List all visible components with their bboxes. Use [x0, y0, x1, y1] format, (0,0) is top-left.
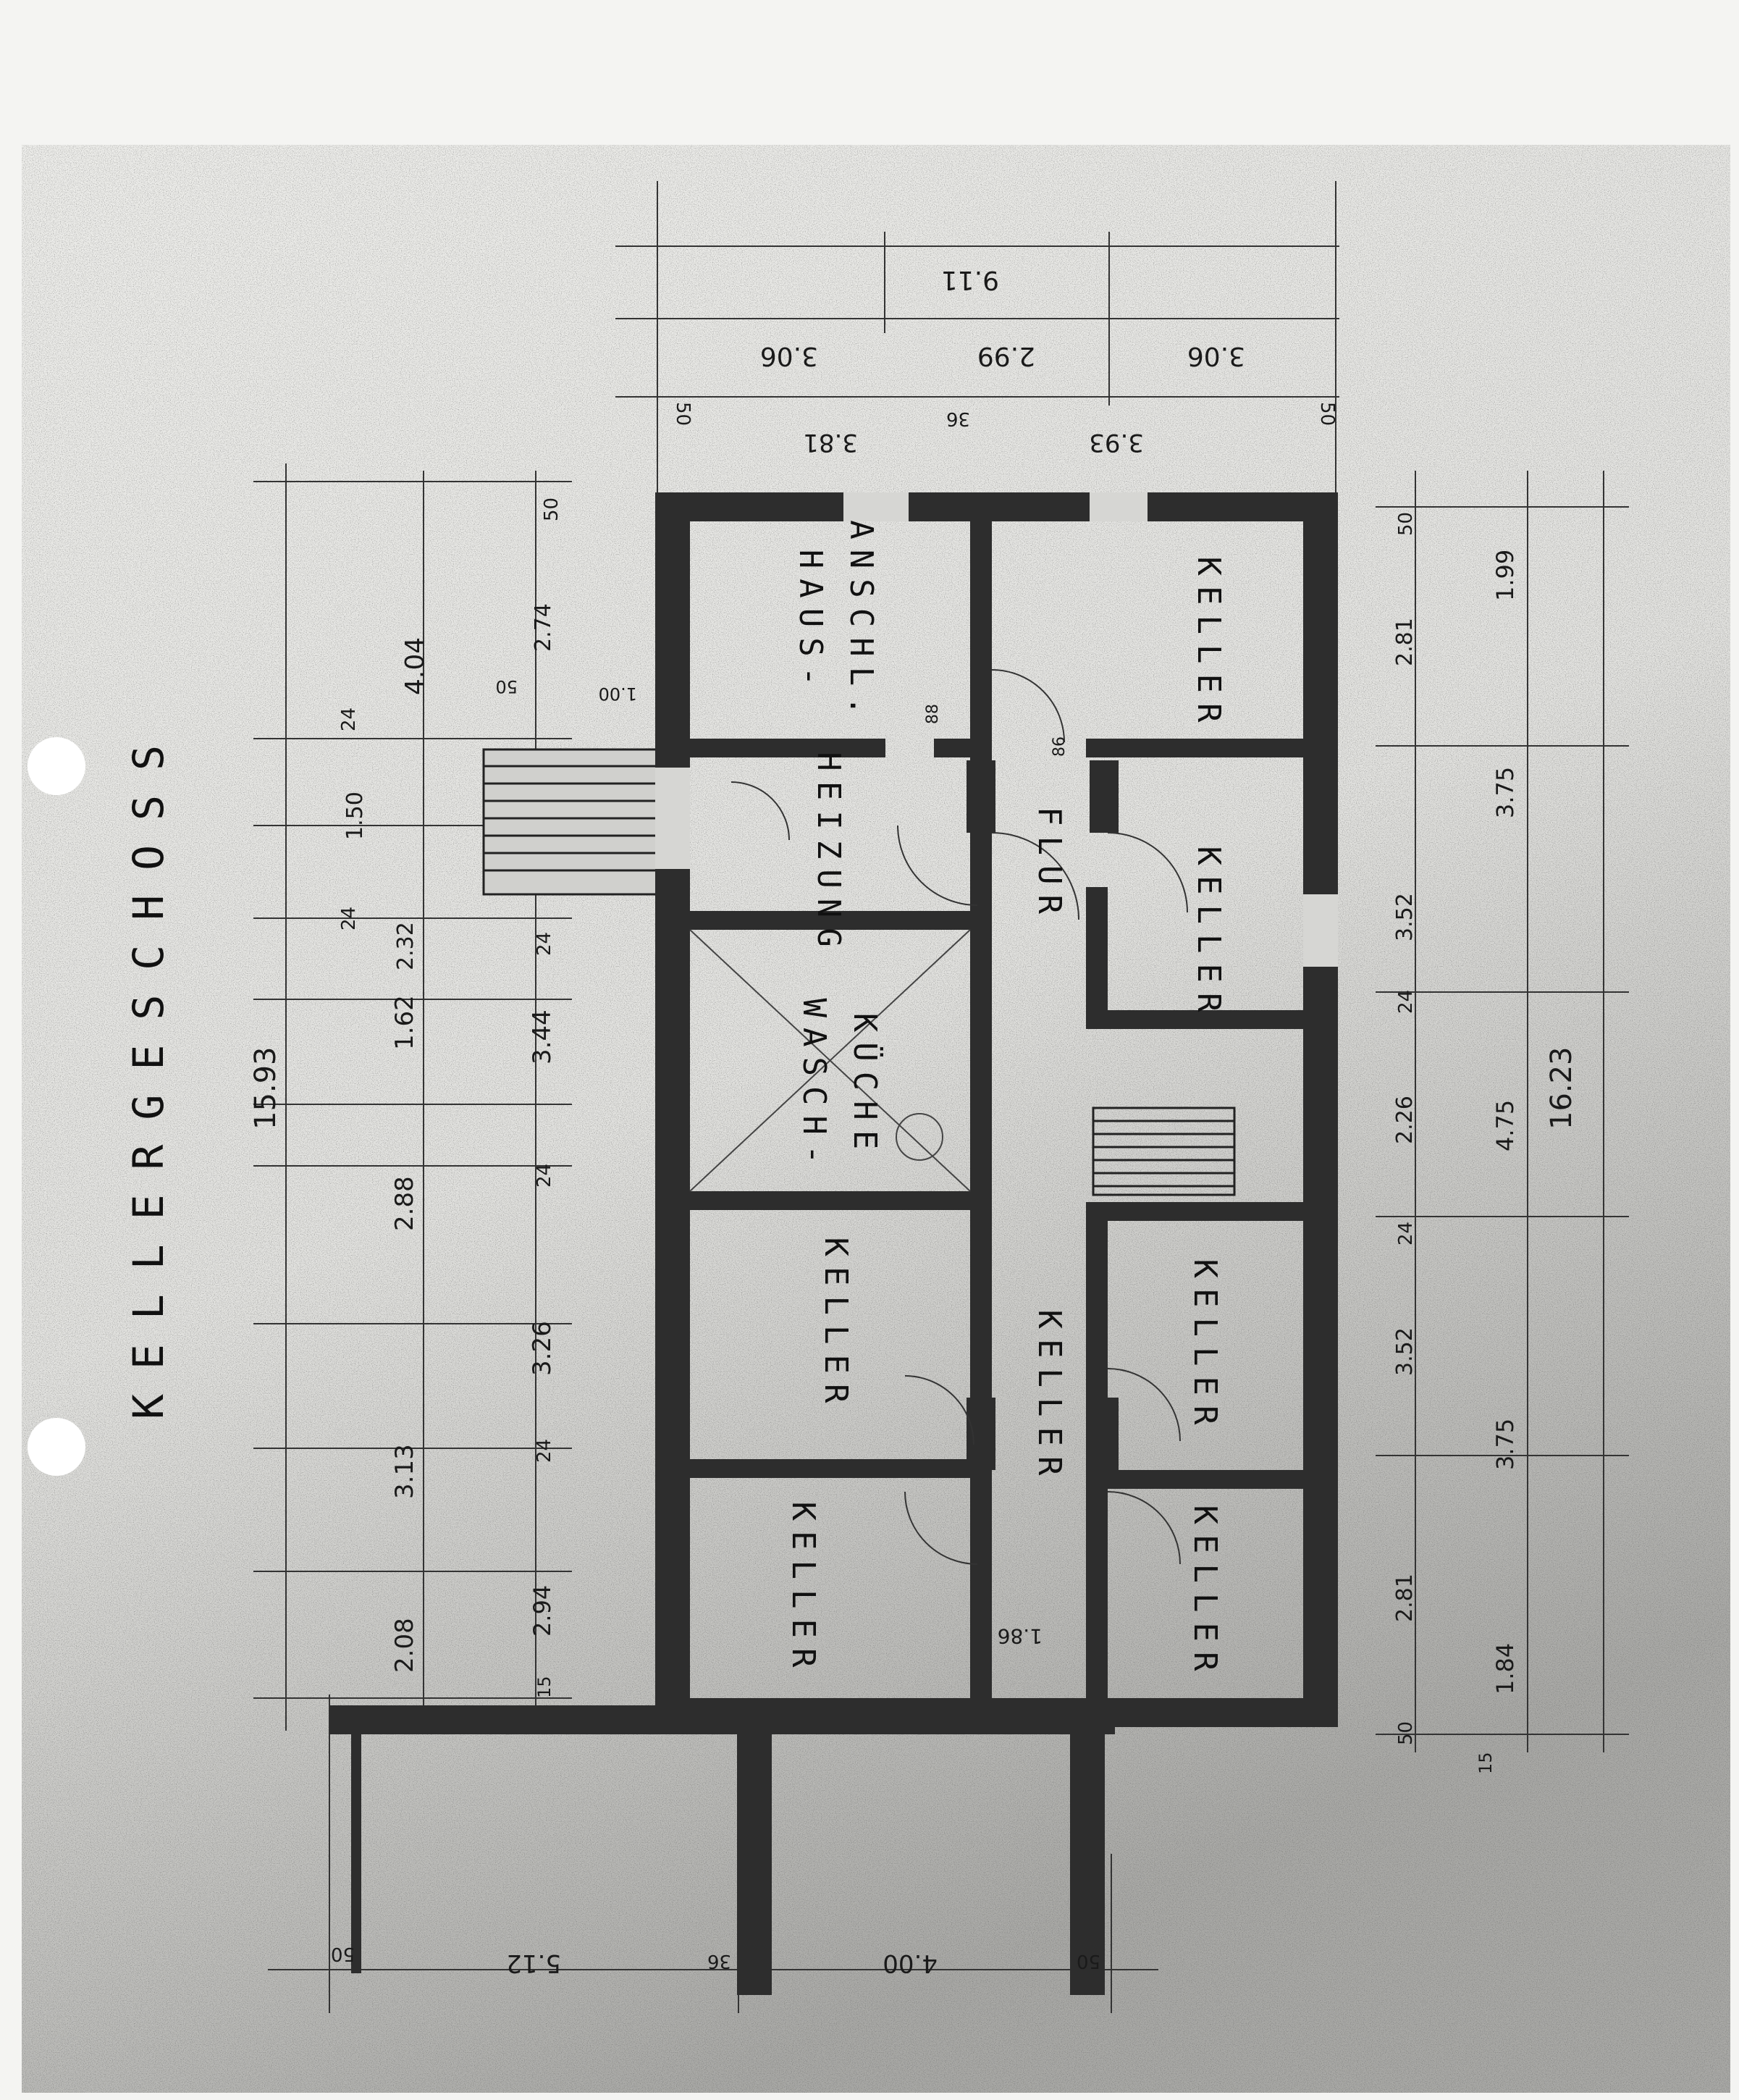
dim-left-d: 3.13 — [390, 1444, 419, 1499]
internal-walls — [690, 521, 1303, 1698]
room-label-heizung-0: HEIZUNG — [810, 752, 847, 957]
dim-top-inner2: 3.93 — [1089, 428, 1144, 457]
room-label-keller-tr-0: KELLER — [1190, 557, 1227, 733]
dim-bottom-b: 4.00 — [883, 1949, 938, 1978]
dim-left-f: 1.50 — [342, 791, 368, 840]
dim-left-n: 24 — [534, 932, 555, 956]
dim-top-wall-left: 50 — [672, 402, 694, 426]
internal-stair — [1092, 1106, 1236, 1196]
room-label-keller-mr-0: KELLER — [1190, 847, 1227, 1022]
room-label-flur-upper-0: FLUR — [1031, 807, 1068, 924]
room-label-keller-br-0: KELLER — [1187, 1505, 1224, 1681]
dim-right-j: 2.81 — [1392, 1574, 1418, 1622]
punch-hole-top — [28, 737, 85, 795]
dim-top-inner1: 3.81 — [803, 428, 858, 457]
dim-left-o: 24 — [534, 1164, 555, 1188]
dim-door-1: 86 — [1050, 736, 1069, 757]
external-stair — [482, 748, 659, 896]
dim-right-m: 24 — [1395, 1222, 1417, 1246]
dim-right-total: 16.23 — [1545, 1046, 1578, 1130]
room-label-flur-lower-0: KELLER — [1031, 1310, 1068, 1486]
outer-walls — [655, 492, 1338, 1727]
dim-right-a: 1.99 — [1491, 550, 1519, 601]
dim-left-c: 1.62 — [390, 995, 419, 1050]
dim-left-l: 24 — [338, 707, 360, 731]
dim-right-g: 3.52 — [1392, 893, 1418, 941]
room-label-hausanschluss-1: ANSCHL. — [843, 520, 880, 725]
dim-left-total: 15.93 — [249, 1046, 282, 1130]
dim-left-p: 24 — [534, 1439, 555, 1463]
dim-bottom-c: 50 — [331, 1943, 355, 1965]
dim-left-t: 50 — [495, 676, 518, 697]
dimension-lines — [253, 181, 1629, 2013]
dim-top-wall-right: 50 — [1316, 402, 1338, 426]
dim-top-seg3: 3.06 — [1187, 341, 1245, 371]
scan-noise — [22, 145, 1730, 2093]
dim-right-b: 3.75 — [1491, 767, 1519, 818]
dim-left-k: 2.94 — [529, 1585, 556, 1637]
drawing-title: KELLERGESCHOSS — [124, 721, 173, 1419]
openings — [655, 492, 1338, 967]
dim-right-n: 50 — [1395, 1721, 1417, 1745]
dim-right-k: 50 — [1395, 512, 1417, 536]
room-label-keller-r2-0: KELLER — [1187, 1259, 1224, 1435]
dim-bottom-a: 5.12 — [506, 1949, 561, 1978]
dim-right-h: 2.26 — [1392, 1096, 1418, 1144]
dim-left-s: 1.00 — [599, 684, 637, 704]
dim-top-seg2: 2.99 — [977, 341, 1035, 371]
door-swings — [730, 669, 1188, 1565]
dim-right-f: 2.81 — [1392, 618, 1418, 666]
dim-right-l: 24 — [1395, 990, 1417, 1014]
dim-door-2: 1.86 — [998, 1624, 1043, 1648]
dim-left-i: 3.44 — [528, 1009, 557, 1064]
dim-left-j: 3.26 — [528, 1321, 557, 1376]
dim-door-3: 88 — [924, 704, 942, 724]
dimension-texts: 9.11 3.06 2.99 3.06 50 50 3.81 3.93 36 1… — [249, 265, 1578, 1978]
dim-left-e: 2.08 — [390, 1618, 419, 1673]
dim-right-e: 1.84 — [1491, 1643, 1519, 1694]
dim-left-a: 4.04 — [400, 637, 430, 695]
punch-hole-bottom — [28, 1418, 85, 1476]
dim-bottom-e: 50 — [1077, 1950, 1100, 1972]
dim-top-total: 9.11 — [941, 265, 999, 295]
dim-left-m: 24 — [338, 907, 360, 931]
room-label-waschkueche-1: KÜCHE — [846, 1013, 884, 1159]
dim-top-seg1: 3.06 — [760, 341, 818, 371]
laundry-diagonals — [689, 929, 971, 1192]
room-labels: HAUS- ANSCHL. KELLER FLUR HEIZUNG KELLER WASCH… — [785, 520, 1227, 1681]
dim-bottom-d: 36 — [707, 1950, 731, 1972]
room-label-keller-bl-0: KELLER — [785, 1502, 822, 1678]
dim-left-h: 2.74 — [531, 603, 556, 652]
room-label-waschkueche-0: WASCH- — [796, 999, 833, 1175]
room-label-keller-ml-0: KELLER — [817, 1238, 854, 1414]
dim-right-c: 4.75 — [1491, 1100, 1519, 1151]
dim-right-o: 15 — [1475, 1752, 1496, 1774]
dim-top-inner3: 36 — [946, 408, 970, 429]
dim-left-r: 50 — [541, 497, 563, 521]
dim-left-b: 2.88 — [390, 1176, 419, 1231]
dim-left-g: 2.32 — [393, 922, 418, 970]
dim-right-d: 3.75 — [1491, 1419, 1519, 1470]
room-label-hausanschluss-0: HAUS- — [792, 550, 829, 696]
dim-left-q: 15 — [534, 1676, 555, 1698]
dim-right-i: 3.52 — [1392, 1327, 1418, 1376]
